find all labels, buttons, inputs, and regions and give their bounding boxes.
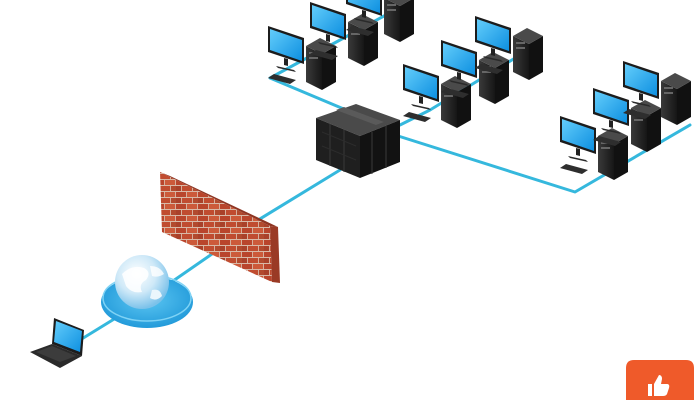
firewall-icon <box>160 172 280 283</box>
globe-icon <box>101 255 193 328</box>
thumbs-up-icon <box>648 375 670 396</box>
server-rack-icon <box>316 104 400 178</box>
cable-firewall-servers <box>248 168 342 227</box>
workstation-group-middle <box>403 16 543 128</box>
workstation-group-right <box>560 61 691 180</box>
laptop-icon <box>30 318 84 368</box>
workstation-icon <box>560 116 628 180</box>
badge <box>626 360 694 400</box>
workstation-group-top-left <box>268 0 414 90</box>
